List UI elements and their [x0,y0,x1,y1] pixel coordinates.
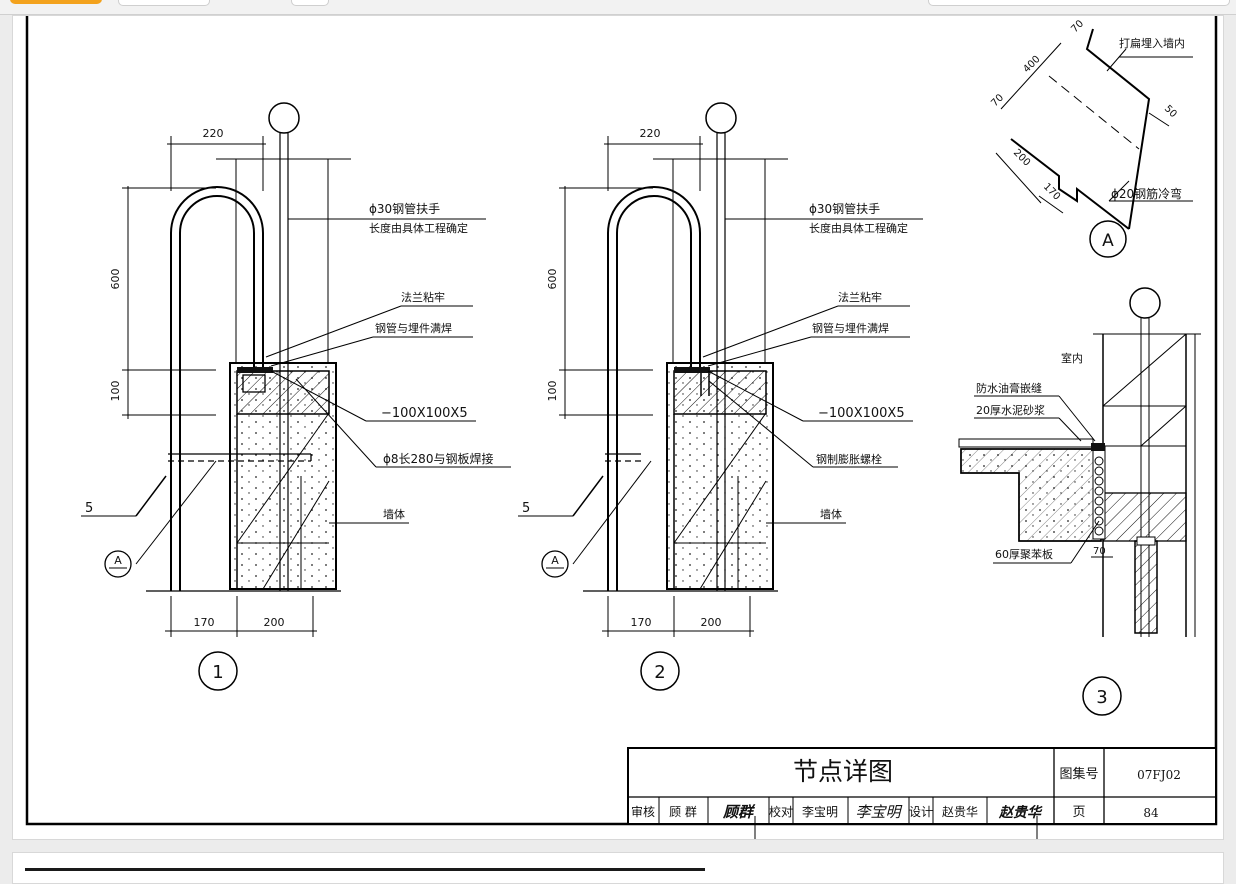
dim-bottom-left: 170 [631,616,652,629]
next-page [12,852,1224,884]
dim-width: 220 [640,127,661,140]
toolbar-button[interactable] [118,0,210,6]
dim-height-upper: 600 [546,269,559,290]
label-wall: 墙体 [820,507,842,521]
label-plate: −100X100X5 [818,406,905,421]
label-mortar: 20厚水泥砂浆 [976,403,1045,417]
dim-400: 400 [1021,54,1042,75]
search-input[interactable] [928,0,1230,6]
label-pipe: ϕ30钢管扶手 [809,201,880,216]
dim-bottom-right: 200 [264,616,285,629]
reviewer-signature: 顾群 [722,803,756,821]
download-button[interactable] [10,0,102,4]
designer-signature: 赵贵华 [998,804,1043,821]
designer-name: 赵贵华 [942,805,978,819]
label-pipe: ϕ30钢管扶手 [369,201,440,216]
label-flange: 法兰粘牢 [838,290,882,304]
review-label: 审核 [631,804,655,819]
dim-200: 200 [1011,147,1032,168]
label-ref-a: A [551,554,559,567]
viewer-toolbar [0,0,1236,15]
page-number: 84 [1143,806,1159,820]
label-weld: 钢管与埋件满焊 [375,321,452,335]
checker-name: 李宝明 [802,804,838,819]
detail-number-3: 3 [1096,687,1107,708]
dim-70: 70 [1093,546,1106,557]
dim-width: 220 [203,127,224,140]
document-page: 220 600 100 170 200 ϕ30钢管扶手 长度由具体工程确定 法兰… [12,15,1224,840]
label-wall: 墙体 [383,507,405,521]
label-flange: 法兰粘牢 [401,290,445,304]
label-weld-size: 5 [85,501,93,516]
dim-70a: 70 [1069,18,1086,35]
atlas-number: 07FJ02 [1137,768,1181,782]
detail-3: 室内 防水油膏嵌缝 20厚水泥砂浆 60厚聚苯板 70 3 [958,287,1201,716]
design-label: 设计 [909,805,933,819]
label-embed: 打扁埋入墙内 [1119,36,1185,50]
label-pipe-note: 长度由具体工程确定 [369,221,468,235]
drawing-title: 节点详图 [793,757,893,786]
label-seal: 防水油膏嵌缝 [976,381,1042,395]
label-indoor: 室内 [1061,351,1083,365]
label-weld-size: 5 [522,501,530,516]
label-weld: 钢管与埋件满焊 [812,321,889,335]
checker-signature: 李宝明 [855,803,902,821]
page-number-input[interactable] [291,0,329,6]
label-pipe-note: 长度由具体工程确定 [809,221,908,235]
page-label: 页 [1072,805,1085,820]
atlas-label: 图集号 [1059,766,1098,782]
label-rebar: ϕ20钢筋冷弯 [1111,186,1182,201]
detail-number-2: 2 [654,662,665,683]
title-block: 节点详图 图集号 07FJ02 页 84 审核 顾 群 顾群 校对 李宝明 李宝… [627,747,1217,839]
dim-height-lower: 100 [546,381,559,402]
detail-ref-a: A [1102,231,1114,251]
detail-a: 70 400 70 50 200 170 打扁埋入墙内 ϕ20钢筋冷弯 A [989,18,1193,258]
label-plate: −100X100X5 [381,406,468,421]
label-bolt: 钢制膨胀螺栓 [816,452,882,466]
check-label: 校对 [769,804,793,819]
reviewer-name: 顾 群 [669,805,697,819]
label-rod: ϕ8长280与钢板焊接 [383,451,493,466]
detail-number-1: 1 [212,662,223,683]
dim-50: 50 [1162,103,1179,120]
dim-bottom-left: 170 [194,616,215,629]
dim-bottom-right: 200 [701,616,722,629]
dim-height-lower: 100 [109,381,122,402]
drawing-sheet: 220 600 100 170 200 ϕ30钢管扶手 长度由具体工程确定 法兰… [25,16,1218,839]
detail-1: 220 600 100 170 200 ϕ30钢管扶手 长度由具体工程确定 法兰… [81,102,511,691]
detail-2: 220 600 100 170 200 ϕ30钢管扶手 长度由具体工程确定 法兰… [518,102,923,691]
label-ref-a: A [114,554,122,567]
dim-height-upper: 600 [109,269,122,290]
label-board: 60厚聚苯板 [995,547,1053,561]
